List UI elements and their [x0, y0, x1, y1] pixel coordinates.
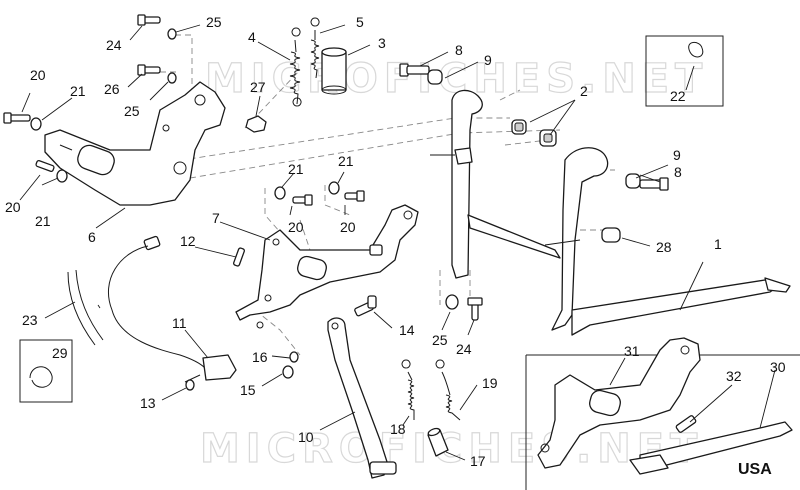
callout-17: 17	[470, 453, 486, 469]
clip-22	[688, 42, 704, 58]
clamp-29	[29, 366, 53, 388]
side-stand-30	[629, 421, 793, 475]
bolt-8-lower	[625, 173, 669, 191]
washer-16	[289, 351, 299, 363]
bushings-2	[511, 119, 557, 147]
callout-7: 7	[212, 210, 220, 226]
callout-21-c: 21	[288, 161, 304, 177]
callout-24-a: 24	[106, 37, 122, 53]
inset-box-29	[19, 339, 73, 403]
bolt-26	[137, 64, 177, 84]
bolt-24-top	[137, 14, 177, 40]
bolts-20-centre	[274, 181, 365, 206]
bolt-14	[354, 295, 377, 317]
side-stand-10	[327, 317, 397, 479]
spring-18	[401, 359, 415, 420]
callout-2: 2	[580, 83, 588, 99]
washer-13	[185, 379, 195, 391]
nut-15	[282, 365, 294, 379]
callout-13: 13	[140, 395, 156, 411]
callout-20-b: 20	[5, 199, 21, 215]
callout-20-c: 20	[288, 219, 304, 235]
sleeve-17	[427, 427, 449, 457]
callout-10: 10	[298, 429, 314, 445]
sleeve-3	[321, 47, 347, 95]
bolt-8-top	[399, 63, 443, 85]
callout-3: 3	[378, 35, 386, 51]
callout-9-lower: 9	[673, 147, 681, 163]
bolt-20-left	[3, 112, 42, 131]
callout-labels: 1 2 3 4 5 6 7 8 8 9 9 10 11 12 13 14 15 …	[5, 14, 786, 478]
hose-23	[67, 269, 104, 346]
bracket-31	[537, 337, 701, 469]
spring-19	[435, 359, 461, 421]
callout-12: 12	[180, 233, 196, 249]
callout-9-top: 9	[484, 52, 492, 68]
callout-6: 6	[88, 229, 96, 245]
callout-30: 30	[770, 359, 786, 375]
callout-21-d: 21	[338, 153, 354, 169]
callout-14: 14	[399, 322, 415, 338]
callout-20-a: 20	[30, 67, 46, 83]
inset-box-22	[645, 35, 724, 107]
switch-11	[107, 235, 237, 383]
callout-8-top: 8	[455, 42, 463, 58]
callout-22: 22	[670, 88, 686, 104]
callout-16: 16	[252, 349, 268, 365]
callout-25-c: 25	[432, 332, 448, 348]
spring-5	[310, 17, 320, 79]
callout-26: 26	[104, 81, 120, 97]
center-stand-1	[430, 89, 791, 336]
callout-4: 4	[248, 29, 256, 45]
nut-27	[245, 115, 267, 133]
callout-11: 11	[172, 315, 187, 331]
callout-1: 1	[714, 236, 722, 252]
callout-21-b: 21	[35, 213, 51, 229]
callout-32: 32	[726, 368, 742, 384]
watermark-bottom: MICROFICHES.NET	[200, 426, 703, 472]
callout-19: 19	[482, 375, 498, 391]
spring-4	[289, 27, 302, 107]
callout-29: 29	[52, 345, 68, 361]
region-label: USA	[738, 461, 772, 478]
bolt-12	[233, 247, 245, 267]
callout-20-d: 20	[340, 219, 356, 235]
callout-27: 27	[250, 79, 266, 95]
bolt-24-lower	[445, 294, 483, 321]
callout-21-a: 21	[70, 83, 86, 99]
callout-15: 15	[240, 382, 256, 398]
bracket-7	[235, 204, 419, 329]
callout-25-b: 25	[124, 103, 140, 119]
callout-31: 31	[624, 343, 640, 359]
bracket-6	[44, 81, 226, 206]
callout-28: 28	[656, 239, 672, 255]
bolt-20-lower	[35, 160, 68, 183]
bush-28	[601, 227, 621, 243]
callout-8-lower: 8	[674, 164, 682, 180]
callout-25-a: 25	[206, 14, 222, 30]
leader-lines	[19, 24, 776, 461]
callout-18: 18	[390, 421, 406, 437]
callout-23: 23	[22, 312, 38, 328]
callout-24-b: 24	[456, 341, 472, 357]
callout-5: 5	[356, 14, 364, 30]
